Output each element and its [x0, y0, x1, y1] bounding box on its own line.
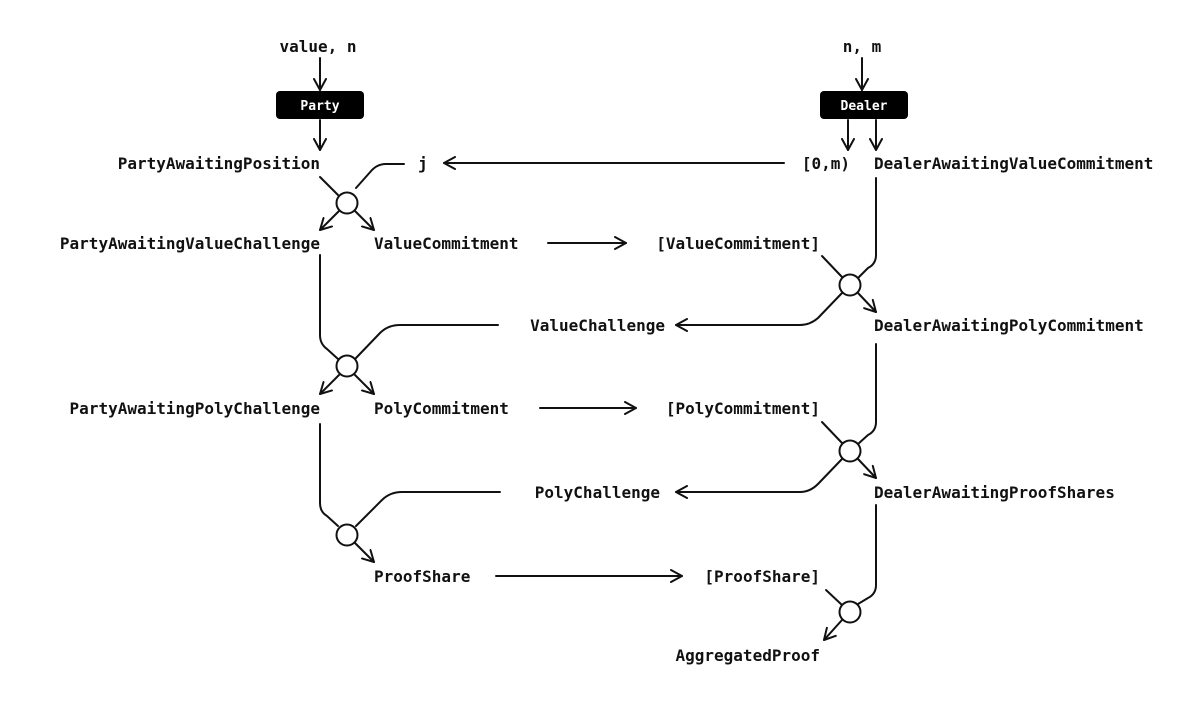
edge-node4-to-poly-challenge	[675, 458, 843, 499]
actor-dealer-label: Dealer	[841, 99, 888, 114]
actor-party-label: Party	[300, 99, 339, 114]
merge-nodes	[335, 191, 862, 624]
actor-party: Party	[276, 91, 364, 119]
message-position: j	[418, 154, 428, 173]
edge-awaiting-poly-challenge-to-node5	[319, 423, 339, 527]
merge-node-1	[335, 191, 359, 215]
message-proof-share: ProofShare	[374, 567, 470, 586]
actor-dealer-box	[820, 91, 908, 119]
message-value-commitment-list: [ValueCommitment]	[656, 234, 820, 253]
state-party-awaiting-position: PartyAwaitingPosition	[118, 154, 320, 173]
edge-proof-share-list-to-node6	[825, 589, 843, 606]
edge-awaiting-proof-shares-to-node6	[857, 504, 877, 605]
edge-node2-to-awaiting-poly-commitment	[857, 292, 877, 313]
edge-node6-to-aggregated-proof	[823, 619, 843, 641]
edge-node1-to-awaiting-value-challenge	[319, 210, 340, 231]
state-party-awaiting-value-challenge: PartyAwaitingValueChallenge	[60, 234, 320, 253]
message-position-range: [0,m)	[802, 154, 850, 173]
edge-node5-to-proof-share	[354, 542, 375, 563]
edge-awaiting-value-challenge-to-node3	[319, 254, 339, 360]
state-party-awaiting-poly-challenge: PartyAwaitingPolyChallenge	[70, 399, 320, 418]
edges	[313, 57, 883, 641]
message-poly-commitment: PolyCommitment	[374, 399, 509, 418]
edge-node2-to-value-challenge	[675, 292, 843, 332]
edge-value-challenge-to-node3	[355, 324, 499, 359]
message-value-commitment: ValueCommitment	[374, 234, 519, 253]
edge-node3-to-poly-commitment	[354, 374, 375, 395]
edge-position-to-node1	[355, 163, 405, 189]
message-proof-share-list: [ProofShare]	[704, 567, 820, 586]
party-inputs: value, n	[279, 37, 356, 56]
edge-node1-to-value-commitment	[354, 210, 375, 231]
state-dealer-awaiting-poly-commitment: DealerAwaitingPolyCommitment	[874, 316, 1144, 335]
merge-node-5	[335, 523, 359, 547]
edge-node3-to-awaiting-poly-challenge	[319, 374, 340, 395]
merge-node-6	[838, 600, 862, 624]
edge-awaiting-poly-commitment-to-node4	[857, 343, 877, 445]
output-aggregated-proof: AggregatedProof	[676, 646, 821, 665]
merge-node-4	[838, 439, 862, 463]
edge-poly-challenge-to-node5	[355, 491, 501, 527]
edge-node4-to-awaiting-proof-shares	[857, 458, 877, 479]
edge-awaiting-position-to-node1	[319, 176, 339, 196]
dealer-inputs: n, m	[843, 37, 882, 56]
message-poly-challenge: PolyChallenge	[535, 483, 660, 502]
actor-dealer: Dealer	[820, 91, 908, 119]
edge-awaiting-value-commitment-to-node2	[857, 177, 877, 279]
state-dealer-awaiting-value-commitment: DealerAwaitingValueCommitment	[874, 154, 1153, 173]
message-value-challenge: ValueChallenge	[530, 316, 665, 335]
labels: value, n n, m PartyAwaitingPosition j [0…	[60, 37, 1153, 665]
merge-node-3	[335, 354, 359, 378]
state-dealer-awaiting-proof-shares: DealerAwaitingProofShares	[874, 483, 1115, 502]
edge-value-commitment-list-to-node2	[821, 255, 843, 278]
message-poly-commitment-list: [PolyCommitment]	[666, 399, 820, 418]
edge-poly-commitment-list-to-node4	[821, 421, 843, 444]
actor-party-box	[276, 91, 364, 119]
merge-node-2	[838, 273, 862, 297]
